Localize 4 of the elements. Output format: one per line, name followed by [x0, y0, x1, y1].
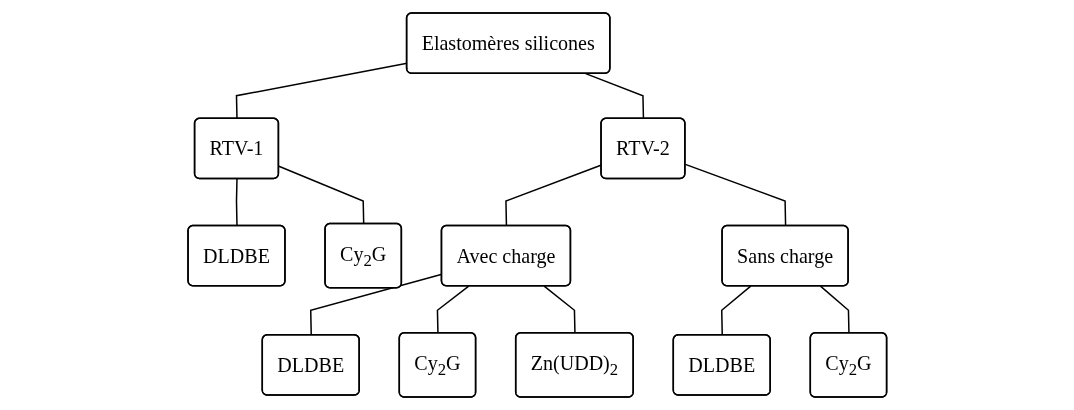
connector	[584, 72, 644, 120]
connector	[235, 178, 238, 227]
connector	[684, 163, 786, 227]
tree-diagram: Elastomères silicones RTV-1 RTV-2 DLDBE Cy$_{2}$G Avec charge Sans charge DLDBE Cy$_{2}$G Zn(UDD)$_{2}$ DLDBE Cy$_{2}$G	[179, 5, 895, 405]
